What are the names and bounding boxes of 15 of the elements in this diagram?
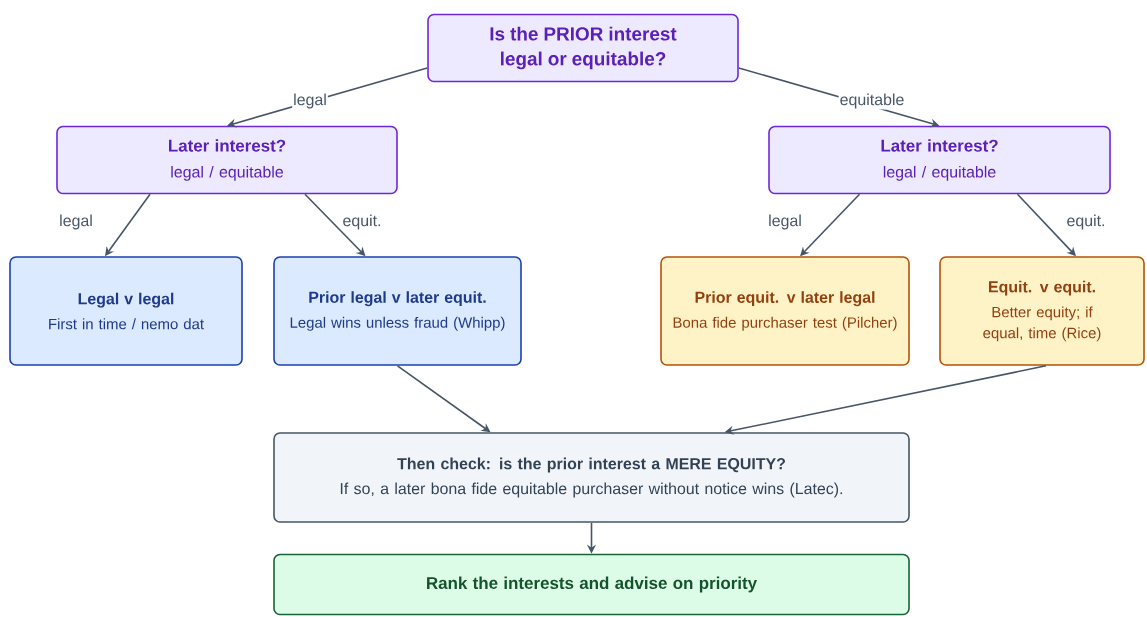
edge-label: legal bbox=[58, 213, 94, 231]
edge-label: equit. bbox=[1065, 213, 1107, 231]
decision-box: Later interest? legal / equitable bbox=[768, 125, 1111, 195]
decision-box: Later interest? legal / equitable bbox=[56, 125, 398, 195]
outcome-box: Legal v legal First in time / nemo dat bbox=[9, 256, 243, 366]
edge-label: equit. bbox=[341, 213, 383, 231]
decision-box: Is the PRIOR interest legal or equitable? bbox=[427, 13, 739, 83]
outcome-box: Prior legal v later equit. Legal wins unless fraud (Whipp) bbox=[273, 256, 522, 366]
check-box: Then check: is the prior interest a MERE EQUITY? If so, a later bona fide equitable purchaser without notice wins (Latec). bbox=[273, 432, 910, 523]
outcome-box: Prior equit. v later legal Bona fide purchaser test (Pilcher) bbox=[660, 256, 910, 366]
edge-label: legal bbox=[767, 213, 803, 231]
edge-label: legal bbox=[292, 92, 328, 110]
outcome-box: Equit. v equit. Better equity; if equal, time (Rice) bbox=[939, 256, 1145, 366]
result-box: Rank the interests and advise on priority bbox=[273, 553, 910, 616]
edge-label: equitable bbox=[838, 92, 906, 110]
